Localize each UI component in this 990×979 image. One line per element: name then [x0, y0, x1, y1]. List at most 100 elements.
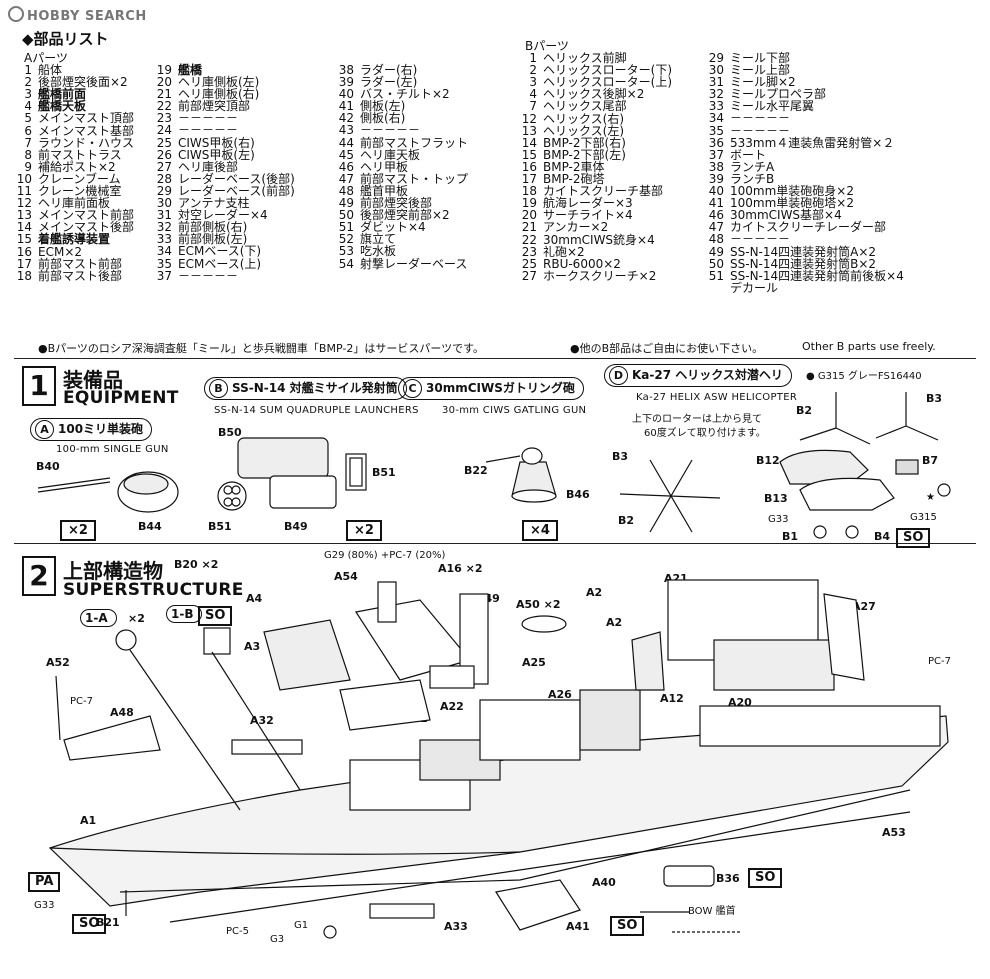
part-number: 7 [24, 135, 32, 150]
part-number: 37 [708, 147, 724, 162]
part-name: ヘリ庫側板(左) [178, 75, 260, 90]
part-number: 47 [338, 171, 354, 186]
part-name: －－－－－ [178, 111, 239, 126]
step-2-part-label: A16 ×2 [438, 562, 483, 575]
part-name: 艦首甲板 [360, 183, 409, 198]
part-number: 16 [16, 244, 32, 259]
100mm-gun-drawing [37, 471, 179, 513]
part-number: 40 [708, 184, 724, 199]
so-box-1b: SO [198, 606, 233, 626]
part-row: 48－－－－－ [692, 233, 904, 245]
part-number: 53 [338, 244, 354, 259]
part-number: 20 [521, 208, 537, 223]
part-name: ランチA [730, 159, 775, 174]
part-number: 1 [529, 51, 537, 66]
part-name: 艦橋 [178, 63, 203, 77]
part-name: 補給ポスト×2 [38, 159, 116, 174]
part-name: メインマスト基部 [38, 123, 135, 138]
sub-step-c-english: 30-mm CIWS GATLING GUN [442, 405, 587, 416]
part-label-g315: G315 [910, 512, 937, 523]
part-name: ヘリックス(左) [543, 123, 625, 138]
part-name: 前マストトラス [38, 147, 122, 162]
part-name: SS-N-14四連装発射筒B×2 [730, 256, 877, 271]
part-number: 9 [24, 159, 32, 174]
a-parts-header: Aパーツ [24, 51, 68, 65]
part-name: ヘリックスローター(上) [543, 75, 673, 90]
part-name: 吃水板 [360, 244, 397, 259]
ciws-drawing [485, 447, 557, 503]
part-number: 28 [156, 171, 172, 186]
part-name: 前部マスト・トップ [360, 171, 469, 186]
part-number: 33 [156, 232, 172, 247]
part-name: －－－－－ [730, 232, 791, 247]
part-number: 22 [156, 99, 172, 114]
part-row: 40 100mm単装砲砲身×2 [692, 185, 904, 197]
step-2-title-jp: 上部構造物 [63, 559, 163, 583]
part-name: メインマスト後部 [38, 220, 135, 235]
part-name: アンテナ支柱 [178, 196, 250, 211]
other-parts-note-jp: ●他のB部品はご自由にお使い下さい。 [570, 342, 764, 355]
part-name: BMP-2砲塔 [543, 172, 605, 187]
part-number: 39 [708, 171, 724, 186]
part-name: ECM×2 [38, 244, 83, 259]
step-1-title-en: EQUIPMENT [63, 388, 179, 408]
part-name: 対空レーダー×4 [178, 208, 268, 223]
step-2-part-label: G3 [270, 934, 285, 945]
part-label-b49: B49 [284, 520, 308, 533]
b-parts-header: Bパーツ [525, 39, 569, 53]
step-2-part-label: PC-7 [928, 656, 951, 667]
part-number: 15 [16, 232, 32, 247]
part-name: 前部マストフラット [360, 135, 469, 150]
part-name: 30mmCIWS銃身×4 [543, 232, 655, 247]
part-name: ボート [730, 147, 767, 162]
part-name: CIWS甲板(右) [178, 135, 255, 150]
part-label-b7: B7 [922, 454, 939, 467]
part-label-b46: B46 [566, 488, 590, 501]
part-number: 27 [156, 159, 172, 174]
part-name: 航海レーダー×3 [543, 196, 633, 211]
part-number: 51 [338, 220, 354, 235]
part-name: 100mm単装砲砲身×2 [730, 184, 854, 199]
part-number: 22 [521, 232, 537, 247]
part-name: RBU-6000×2 [543, 256, 621, 271]
part-number: 38 [708, 159, 724, 174]
part-number: 15 [521, 147, 537, 162]
part-name: 後部煙突後面×2 [38, 75, 128, 90]
part-name: レーダーベース(後部) [178, 171, 295, 186]
part-name: アンカー×2 [543, 220, 609, 235]
part-number: 18 [521, 184, 537, 199]
step-2-part-label: B20 ×2 [174, 558, 219, 571]
step-2-number: 2 [22, 556, 56, 596]
part-row: 43－－－－－ [322, 124, 468, 136]
step-1-number: 1 [22, 366, 56, 406]
part-number: 34 [156, 244, 172, 259]
step-2-part-label: A52 [46, 656, 70, 669]
part-number: 26 [156, 147, 172, 162]
section-divider-1 [14, 358, 976, 359]
part-number: 38 [338, 63, 354, 77]
step-2-part-label: A2 [586, 586, 603, 599]
